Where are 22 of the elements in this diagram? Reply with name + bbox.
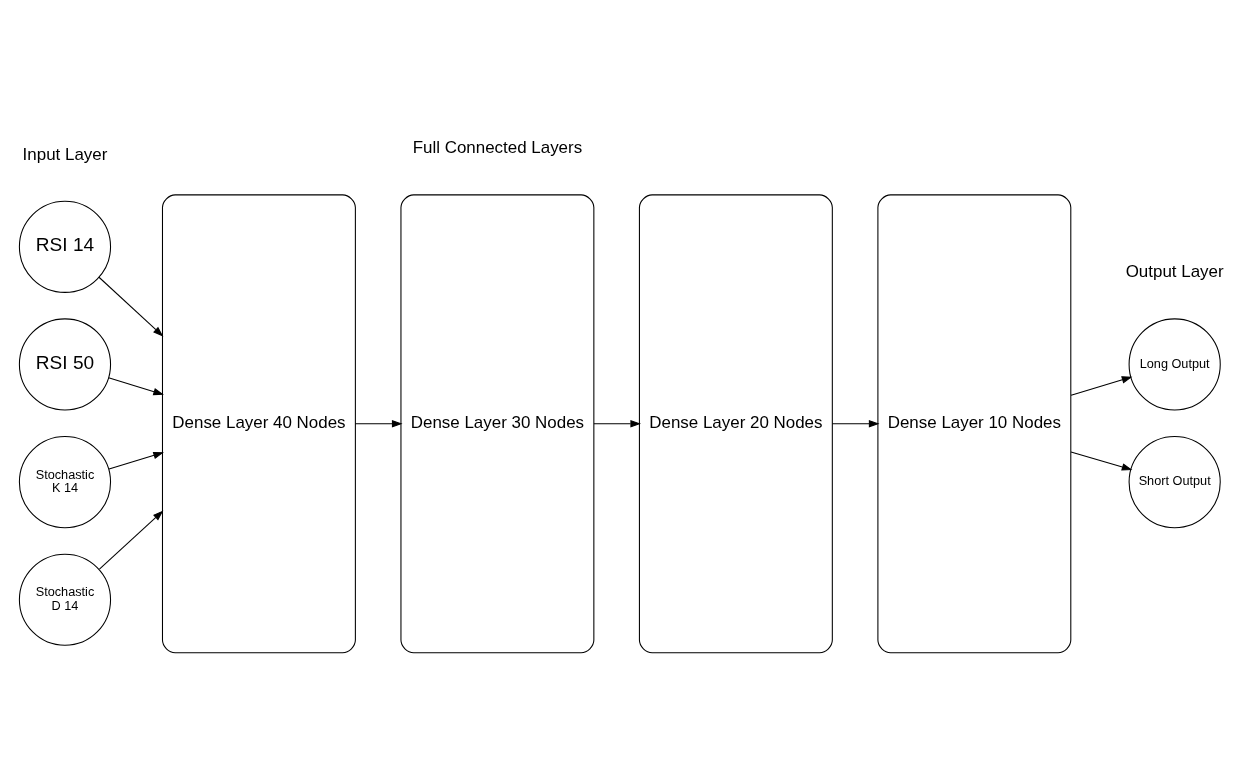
arrow xyxy=(108,377,164,396)
label: Input Layer xyxy=(22,144,108,164)
arrow xyxy=(831,420,880,428)
arrow xyxy=(108,451,164,470)
label: Output Layer xyxy=(1125,262,1224,282)
arrow xyxy=(98,510,164,570)
arrow xyxy=(1070,376,1133,396)
arrow xyxy=(354,420,403,428)
node-box: Dense Layer 30 Nodes xyxy=(400,194,595,654)
node-circle: Short Output xyxy=(1128,436,1221,529)
node-circle: RSI 14 xyxy=(18,200,112,293)
node-box: Dense Layer 40 Nodes xyxy=(161,194,356,654)
node-circle: Stochastic K 14 xyxy=(18,436,112,529)
node-circle: Stochastic D 14 xyxy=(18,553,112,646)
node-circle: Long Output xyxy=(1128,318,1221,411)
arrow xyxy=(98,276,164,337)
node-circle: RSI 50 xyxy=(18,318,112,411)
node-box: Dense Layer 20 Nodes xyxy=(638,194,833,654)
node-box: Dense Layer 10 Nodes xyxy=(877,194,1072,654)
label: Full Connected Layers xyxy=(412,138,583,158)
arrow xyxy=(593,420,641,428)
arrow xyxy=(1070,451,1133,471)
